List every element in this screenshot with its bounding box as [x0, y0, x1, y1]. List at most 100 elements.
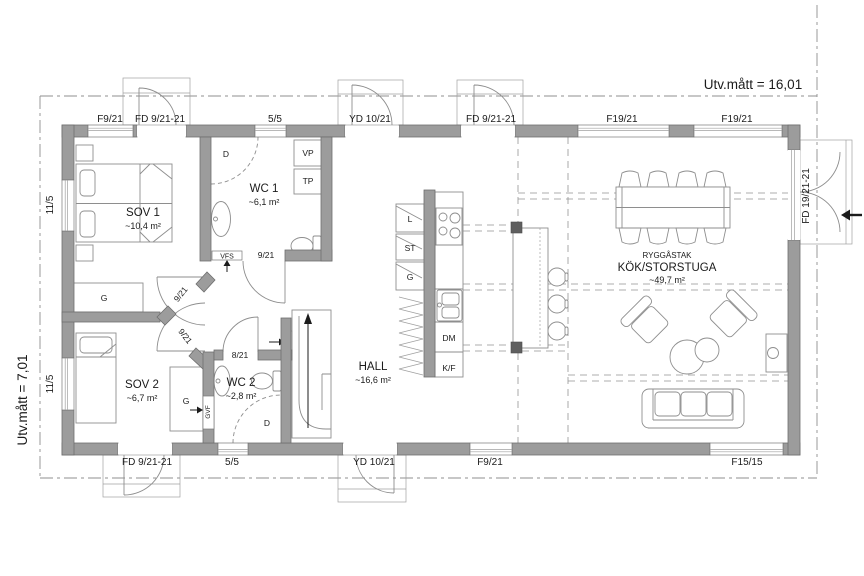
roof-note-label: RYGGÅSTAK — [642, 251, 692, 260]
room-area-wc1: ~6,1 m² — [249, 197, 280, 207]
door-label-sov2: 9/21 — [176, 327, 194, 346]
nightstand — [75, 244, 94, 262]
door-swing-wc2 — [222, 316, 259, 353]
hall-wardrobe-label: G — [407, 272, 414, 282]
shower-arc — [210, 136, 259, 185]
vfs-label: VFS — [220, 254, 234, 261]
window-label: 11/5 — [45, 195, 56, 214]
barstool — [547, 321, 569, 341]
cleaning-closet-label: ST — [405, 243, 416, 253]
dining-set — [615, 170, 731, 245]
hall-closets — [395, 203, 425, 291]
entry-porches — [102, 77, 853, 503]
door-swing-bottom-sov2 — [123, 454, 165, 496]
window-bottom-f9-21 — [469, 442, 513, 456]
door-label-sov1: 9/21 — [172, 284, 190, 303]
single-bed — [75, 332, 117, 424]
armchair — [709, 289, 758, 338]
double-bed — [75, 163, 173, 243]
door-swings — [123, 84, 841, 496]
sov2-furniture — [75, 332, 204, 432]
window-label: F19/21 — [606, 114, 638, 125]
door-swing-wc1 — [242, 260, 286, 304]
door-label-wc1: 9/21 — [258, 250, 275, 260]
wardrobe-label-sov1: G — [101, 293, 108, 303]
door-label: FD 9/21-21 — [466, 114, 516, 125]
door-gap-right-entry — [788, 150, 800, 240]
door-swing-top-sov1 — [138, 87, 177, 126]
window-label: 5/5 — [268, 114, 282, 125]
armchair — [620, 295, 669, 344]
window-top-f9-21 — [87, 124, 134, 138]
window-bottom-5-5 — [217, 442, 249, 456]
window-top-f19-21-b — [693, 124, 783, 138]
door-label: FD 9/21-21 — [135, 114, 185, 125]
porch-bottom-hall — [337, 454, 407, 503]
door-swing-top-kitchen — [473, 84, 515, 126]
toilet — [251, 370, 282, 392]
gvf-niche — [190, 395, 215, 430]
heat-pump-label: VP — [302, 148, 314, 158]
door-label: YD 10/21 — [349, 114, 391, 125]
porch-top-kitchen — [456, 79, 524, 126]
shower-arc — [232, 394, 282, 444]
door-label: FD 9/21-21 — [122, 457, 172, 468]
kitchen-island — [512, 227, 569, 349]
fridge-freezer-label: K/F — [442, 363, 455, 373]
sov1-furniture — [69, 144, 173, 313]
room-label-hall: HALL — [359, 361, 388, 373]
barstool — [547, 294, 569, 314]
linen-closet-label: L — [408, 214, 413, 224]
wc1-fixtures — [210, 136, 323, 257]
room-area-kitchen: ~49,7 m² — [649, 275, 685, 285]
windows — [61, 124, 800, 456]
coffee-table — [694, 337, 720, 363]
window-top-5-5 — [254, 124, 287, 138]
laundry-tower-label: TP — [303, 176, 314, 186]
gvf-label: GVF — [205, 405, 212, 418]
stove — [435, 207, 463, 246]
wc2-fixtures — [213, 365, 282, 444]
door-swing-right-entry — [799, 151, 841, 233]
outer-width-label: Utv.mått = 16,01 — [704, 77, 802, 92]
door-gap-bottom-sov2 — [118, 443, 172, 455]
room-label-sov1: SOV 1 — [126, 207, 160, 219]
door-gap-top-sov1 — [137, 125, 186, 137]
dishwasher-label: DM — [442, 333, 455, 343]
window-left-11-5-a — [61, 179, 75, 232]
coat-rack-hatch — [398, 296, 424, 376]
nightstand — [75, 144, 94, 162]
roof-overhang-outline — [39, 5, 818, 479]
kitchen-sink — [436, 289, 463, 322]
door-label: YD 10/21 — [353, 457, 395, 468]
door-swing-top-hall — [351, 84, 393, 126]
door-gap-top-kitchen — [461, 125, 515, 137]
room-label-kitchen: KÖK/STORSTUGA — [618, 262, 717, 274]
window-label: F9/21 — [97, 114, 123, 125]
door-gap-top-hall — [345, 125, 399, 137]
door-gap-bottom-hall — [343, 443, 397, 455]
sink — [211, 201, 231, 237]
barstool — [547, 267, 569, 287]
window-label: 11/5 — [45, 374, 56, 393]
room-label-wc2: WC 2 — [227, 377, 256, 389]
window-top-f19-21-a — [577, 124, 670, 138]
door-label-wc2: 8/21 — [232, 350, 249, 360]
wardrobe-label-sov2: G — [183, 396, 190, 406]
room-label-sov2: SOV 2 — [125, 379, 159, 391]
porch-top-sov1 — [122, 77, 191, 126]
wood-stove — [765, 333, 788, 373]
sofa — [641, 388, 745, 429]
room-area-sov2: ~6,7 m² — [127, 393, 158, 403]
entry-arrow — [841, 209, 862, 221]
shower-label-wc2: D — [264, 418, 270, 428]
window-label: F15/15 — [731, 457, 763, 468]
window-label: F9/21 — [477, 457, 503, 468]
window-left-11-5-b — [61, 357, 75, 411]
kitchen-counter — [434, 191, 464, 378]
outer-height-label: Utv.mått = 7,01 — [15, 355, 30, 446]
door-label: FD 19/21-21 — [801, 168, 812, 224]
vfs-niche — [211, 250, 243, 272]
